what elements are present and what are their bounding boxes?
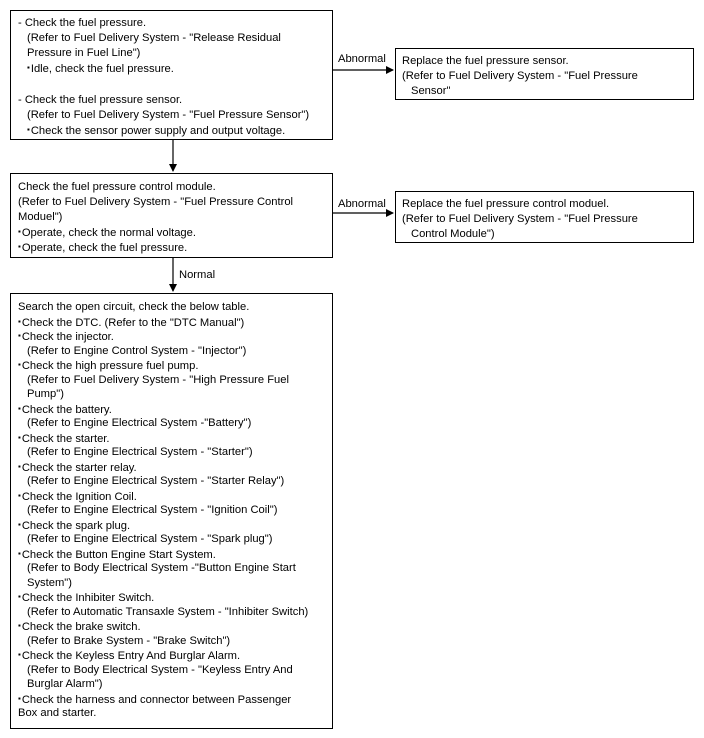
step3-line: (Refer to Engine Electrical System - "St… [27, 475, 285, 487]
step2-bullet-line: Operate, check the fuel pressure. [18, 240, 187, 255]
step1-line: (Refer to Fuel Delivery System - "Fuel P… [27, 109, 310, 121]
action-box-replace-sensor: Replace the fuel pressure sensor. (Refer… [395, 48, 694, 100]
step3-bullet-line: Check the spark plug. [18, 518, 130, 533]
step-box-control-module: Check the fuel pressure control module. … [10, 173, 333, 258]
step3-line: (Refer to Body Electrical System - "Keyl… [27, 663, 293, 676]
step3-bullet-line: Check the starter. [18, 431, 110, 446]
step3-line: (Refer to Engine Electrical System -"Bat… [27, 417, 252, 429]
step1-line: - Check the fuel pressure. [18, 17, 147, 29]
step3-line: (Refer to Engine Electrical System - "Ig… [27, 504, 278, 516]
step3-line: (Refer to Engine Electrical System - "Sp… [27, 533, 273, 545]
action1-line: Sensor" [411, 85, 451, 97]
step1-bullet-line: Idle, check the fuel pressure. [18, 61, 174, 76]
step3-line: (Refer to Brake System - "Brake Switch") [27, 634, 231, 647]
step1-bullet-line: Check the sensor power supply and output… [18, 123, 285, 138]
step3-bullet-line: Check the Button Engine Start System. [18, 547, 216, 562]
step3-line: (Refer to Fuel Delivery System - "High P… [27, 373, 289, 386]
step2-line: Moduel") [18, 211, 63, 223]
step3-bullet-line: Check the starter relay. [18, 460, 137, 475]
action2-line: Control Module") [411, 228, 495, 240]
action2-line: (Refer to Fuel Delivery System - "Fuel P… [402, 213, 638, 225]
step3-line: (Refer to Body Electrical System -"Butto… [27, 562, 296, 574]
abnormal-label: Abnormal [338, 53, 386, 65]
abnormal-label: Abnormal [338, 198, 386, 210]
action1-line: Replace the fuel pressure sensor. [402, 55, 569, 67]
action1-line: (Refer to Fuel Delivery System - "Fuel P… [402, 70, 638, 82]
step3-line: System") [27, 576, 72, 589]
step3-bullet-line: Check the Inhibiter Switch. [18, 590, 154, 605]
step2-line: (Refer to Fuel Delivery System - "Fuel P… [18, 196, 294, 208]
step1-line: - Check the fuel pressure sensor. [18, 94, 183, 106]
step3-bullet-line: Check the high pressure fuel pump. [18, 358, 199, 373]
step2-line: Check the fuel pressure control module. [18, 181, 216, 193]
step3-line: Search the open circuit, check the below… [18, 301, 250, 313]
step3-line: (Refer to Engine Electrical System - "St… [27, 446, 253, 458]
step-box-fuel-pressure: - Check the fuel pressure. (Refer to Fue… [10, 10, 333, 140]
step3-bullet-line: Check the DTC. (Refer to the "DTC Manual… [18, 315, 244, 330]
action2-line: Replace the fuel pressure control moduel… [402, 198, 610, 210]
step3-line: (Refer to Automatic Transaxle System - "… [27, 605, 309, 618]
step1-line: Pressure in Fuel Line") [27, 47, 141, 59]
step3-bullet-line: Check the Keyless Entry And Burglar Alar… [18, 648, 240, 663]
step3-line: (Refer to Engine Control System - "Injec… [27, 344, 247, 357]
step3-bullet-line: Check the Ignition Coil. [18, 489, 137, 504]
step3-bullet-line: Check the injector. [18, 329, 114, 344]
step3-line: Box and starter. [18, 707, 97, 719]
step3-bullet-line: Check the battery. [18, 402, 112, 417]
step3-bullet-line: Check the brake switch. [18, 619, 141, 634]
step2-bullet-line: Operate, check the normal voltage. [18, 225, 196, 240]
step3-line: Pump") [27, 388, 64, 400]
step3-line: Burglar Alarm") [27, 678, 103, 690]
normal-label: Normal [179, 269, 216, 281]
step1-line: (Refer to Fuel Delivery System - "Releas… [27, 32, 281, 44]
step3-bullet-line: Check the harness and connector between … [18, 692, 291, 707]
step-box-open-circuit: Search the open circuit, check the below… [10, 293, 333, 729]
action-box-replace-control-module: Replace the fuel pressure control moduel… [395, 191, 694, 243]
